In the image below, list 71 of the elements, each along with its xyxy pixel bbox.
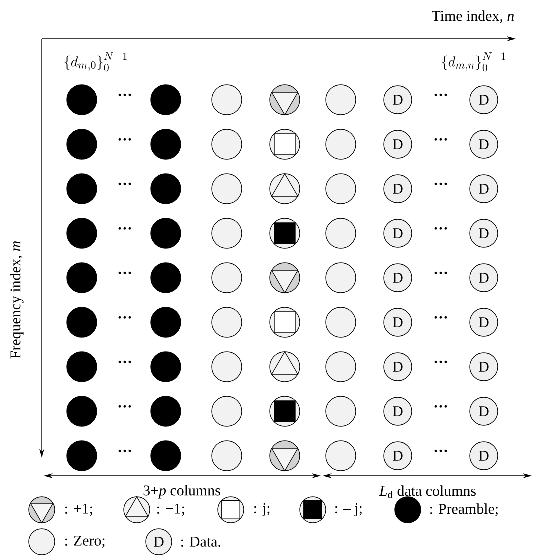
minus-j-symbol [270,218,300,249]
ellipsis-dots: ··· [434,450,448,452]
minus-j-symbol [270,396,300,427]
zero-circle [326,262,356,294]
legend-text: : – j; [336,503,362,517]
ellipsis-dots: ··· [118,94,132,96]
zero-circle [212,440,242,472]
zero-circle [326,307,356,338]
ellipsis-dots: ··· [118,272,132,274]
legend-text: : j; [254,503,270,517]
symbol-set-formula: $\left\{d_{m,0}\right\}_0^{N-1}$ [64,52,127,72]
ellipsis-dots: ··· [434,138,448,141]
preamble-circle [150,352,182,382]
dimension-label: 3+p columns [144,485,220,499]
zero-circle [212,352,242,382]
ellipsis-dots: ··· [434,182,448,186]
preamble-circle [150,440,182,472]
axis-title: Time index, n [432,10,514,24]
preamble-circle [66,440,98,472]
preamble-circle [150,262,182,294]
ellipsis-dots: ··· [434,360,448,364]
ellipsis-dots: ··· [434,272,448,274]
zero-circle [326,396,356,427]
dimension-label: L$_{d}$ data columns [379,486,476,498]
ellipsis-dots: ··· [434,316,448,319]
preamble-circle [150,129,182,160]
preamble-circle [150,174,182,204]
ellipsis-dots: ··· [434,227,448,230]
legend-text: : −1; [158,504,184,516]
preamble-circle [66,262,98,294]
preamble-circle [150,307,182,338]
zero-circle [212,129,242,160]
zero-circle [326,129,356,160]
zero-circle [212,218,242,249]
symbol-set-formula: $\left\{d_{m,n}\right\}_0^{N-1}$ [442,52,506,72]
zero-circle [212,84,242,116]
zero-circle [212,262,242,294]
preamble-circle [66,218,98,249]
preamble-circle [66,129,98,160]
preamble-circle [66,174,98,204]
ellipsis-dots: ··· [118,450,132,452]
ellipsis-dots: ··· [434,94,448,96]
preamble-circle [150,84,182,116]
legend-text: : Data. [182,537,220,547]
zero-circle [326,218,356,249]
legend-text: : Preamble; [430,504,498,516]
zero-circle [212,307,242,338]
legend-text: : Zero; [66,536,105,548]
ellipsis-dots: ··· [118,405,132,408]
axis-title: Frequency index, m [10,242,24,359]
legend-text: : +1; [66,504,92,516]
ellipsis-dots: ··· [118,316,132,319]
zero-circle [212,396,242,427]
zero-circle [326,84,356,116]
preamble-circle [66,396,98,427]
preamble-circle [66,307,98,338]
preamble-circle [150,396,182,427]
zero-circle [212,174,242,204]
zero-circle [326,352,356,382]
zero-circle [326,174,356,204]
zero-circle [326,440,356,472]
preamble-circle [66,84,98,116]
ellipsis-dots: ··· [118,138,132,141]
ellipsis-dots: ··· [434,405,448,408]
preamble-circle [150,218,182,249]
j-symbol [270,307,300,338]
ellipsis-dots: ··· [118,182,132,186]
ellipsis-dots: ··· [118,360,132,364]
ellipsis-dots: ··· [118,227,132,230]
preamble-circle [66,352,98,382]
j-symbol [270,129,300,160]
